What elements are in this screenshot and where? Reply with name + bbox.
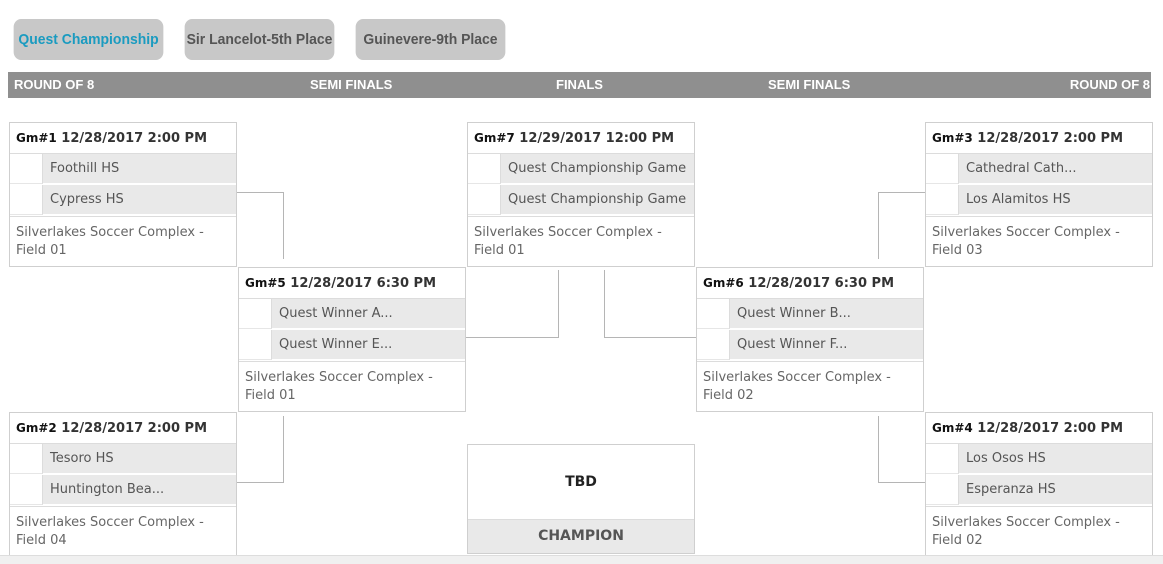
game-number: Gm#7 — [474, 131, 515, 145]
bracket-connector — [604, 270, 697, 338]
team-seed — [697, 299, 730, 329]
game-datetime: 12/28/2017 6:30 PM — [748, 276, 895, 291]
bracket-connector — [466, 270, 559, 338]
team-row[interactable]: Cathedral Cath... — [926, 154, 1152, 185]
game-card-gm3[interactable]: Gm#3 12/28/2017 2:00 PM Cathedral Cath..… — [925, 122, 1153, 267]
game-datetime: 12/28/2017 2:00 PM — [977, 421, 1124, 436]
champion-label: CHAMPION — [468, 520, 694, 553]
game-number: Gm#2 — [16, 421, 57, 435]
team-seed — [926, 154, 959, 184]
team-row[interactable]: Quest Winner E... — [239, 330, 465, 361]
team-name: Quest Winner A... — [272, 299, 465, 329]
game-number: Gm#1 — [16, 131, 57, 145]
team-seed — [239, 330, 272, 360]
game-card-gm5[interactable]: Gm#5 12/28/2017 6:30 PM Quest Winner A..… — [238, 267, 466, 412]
team-row[interactable]: Quest Winner B... — [697, 299, 923, 330]
game-venue: Silverlakes Soccer Complex - Field 03 — [926, 216, 1152, 266]
team-name: Los Osos HS — [959, 444, 1152, 474]
team-seed — [468, 185, 501, 215]
game-card-gm4[interactable]: Gm#4 12/28/2017 2:00 PM Los Osos HS Espe… — [925, 412, 1153, 557]
team-name: Quest Championship Game — [501, 154, 694, 184]
game-venue: Silverlakes Soccer Complex - Field 04 — [10, 506, 236, 556]
team-seed — [10, 185, 43, 215]
tab-quest-championship[interactable]: Quest Championship — [13, 19, 164, 60]
team-seed — [10, 154, 43, 184]
horizontal-scrollbar[interactable] — [0, 555, 1163, 564]
round-label-left-round-of-8: ROUND OF 8 — [14, 77, 95, 92]
team-row[interactable]: Los Osos HS — [926, 444, 1152, 475]
game-header: Gm#1 12/28/2017 2:00 PM — [10, 123, 236, 154]
game-venue: Silverlakes Soccer Complex - Field 01 — [10, 216, 236, 266]
bracket-connector — [236, 416, 284, 483]
champion-box: TBD CHAMPION — [467, 444, 695, 554]
team-name: Tesoro HS — [43, 444, 236, 474]
team-row[interactable]: Quest Winner F... — [697, 330, 923, 361]
team-seed — [468, 154, 501, 184]
game-card-gm1[interactable]: Gm#1 12/28/2017 2:00 PM Foothill HS Cypr… — [9, 122, 237, 267]
game-number: Gm#4 — [932, 421, 973, 435]
game-datetime: 12/28/2017 6:30 PM — [290, 276, 437, 291]
team-name: Quest Winner E... — [272, 330, 465, 360]
team-name: Huntington Bea... — [43, 475, 236, 505]
tab-guinevere-9th-place[interactable]: Guinevere-9th Place — [355, 19, 506, 60]
team-row[interactable]: Cypress HS — [10, 185, 236, 216]
bracket-connector — [236, 192, 284, 259]
team-name: Quest Winner F... — [730, 330, 923, 360]
round-label-finals: FINALS — [556, 77, 603, 92]
team-row[interactable]: Huntington Bea... — [10, 475, 236, 506]
team-seed — [239, 299, 272, 329]
game-header: Gm#2 12/28/2017 2:00 PM — [10, 413, 236, 444]
team-row[interactable]: Los Alamitos HS — [926, 185, 1152, 216]
team-row[interactable]: Foothill HS — [10, 154, 236, 185]
team-row[interactable]: Quest Winner A... — [239, 299, 465, 330]
game-card-gm2[interactable]: Gm#2 12/28/2017 2:00 PM Tesoro HS Huntin… — [9, 412, 237, 557]
team-seed — [697, 330, 730, 360]
game-number: Gm#5 — [245, 276, 286, 290]
team-name: Quest Championship Game — [501, 185, 694, 215]
game-header: Gm#6 12/28/2017 6:30 PM — [697, 268, 923, 299]
team-row[interactable]: Tesoro HS — [10, 444, 236, 475]
team-name: Quest Winner B... — [730, 299, 923, 329]
game-header: Gm#5 12/28/2017 6:30 PM — [239, 268, 465, 299]
game-datetime: 12/28/2017 2:00 PM — [61, 131, 208, 146]
round-label-right-round-of-8: ROUND OF 8 — [1069, 77, 1150, 92]
team-name: Foothill HS — [43, 154, 236, 184]
team-seed — [926, 475, 959, 505]
game-card-gm7[interactable]: Gm#7 12/29/2017 12:00 PM Quest Champions… — [467, 122, 695, 267]
bracket-connector — [878, 416, 926, 483]
team-name: Esperanza HS — [959, 475, 1152, 505]
game-datetime: 12/28/2017 2:00 PM — [61, 421, 208, 436]
champion-name: TBD — [468, 445, 694, 520]
round-label-left-semi-finals: SEMI FINALS — [310, 77, 393, 92]
team-seed — [926, 185, 959, 215]
game-venue: Silverlakes Soccer Complex - Field 01 — [468, 216, 694, 266]
team-name: Los Alamitos HS — [959, 185, 1152, 215]
team-row[interactable]: Quest Championship Game — [468, 154, 694, 185]
team-name: Cathedral Cath... — [959, 154, 1152, 184]
team-seed — [926, 444, 959, 474]
team-seed — [10, 444, 43, 474]
game-number: Gm#3 — [932, 131, 973, 145]
game-header: Gm#4 12/28/2017 2:00 PM — [926, 413, 1152, 444]
game-header: Gm#3 12/28/2017 2:00 PM — [926, 123, 1152, 154]
game-datetime: 12/28/2017 2:00 PM — [977, 131, 1124, 146]
game-header: Gm#7 12/29/2017 12:00 PM — [468, 123, 694, 154]
game-venue: Silverlakes Soccer Complex - Field 01 — [239, 361, 465, 411]
game-card-gm6[interactable]: Gm#6 12/28/2017 6:30 PM Quest Winner B..… — [696, 267, 924, 412]
game-datetime: 12/29/2017 12:00 PM — [519, 131, 675, 146]
round-label-right-semi-finals: SEMI FINALS — [768, 77, 851, 92]
team-row[interactable]: Esperanza HS — [926, 475, 1152, 506]
team-name: Cypress HS — [43, 185, 236, 215]
team-seed — [10, 475, 43, 505]
bracket-connector — [878, 192, 926, 259]
team-row[interactable]: Quest Championship Game — [468, 185, 694, 216]
game-venue: Silverlakes Soccer Complex - Field 02 — [697, 361, 923, 411]
tab-sir-lancelot-5th-place[interactable]: Sir Lancelot-5th Place — [184, 19, 335, 60]
game-number: Gm#6 — [703, 276, 744, 290]
round-header-bar: ROUND OF 8 SEMI FINALS FINALS SEMI FINAL… — [8, 72, 1151, 98]
game-venue: Silverlakes Soccer Complex - Field 02 — [926, 506, 1152, 556]
